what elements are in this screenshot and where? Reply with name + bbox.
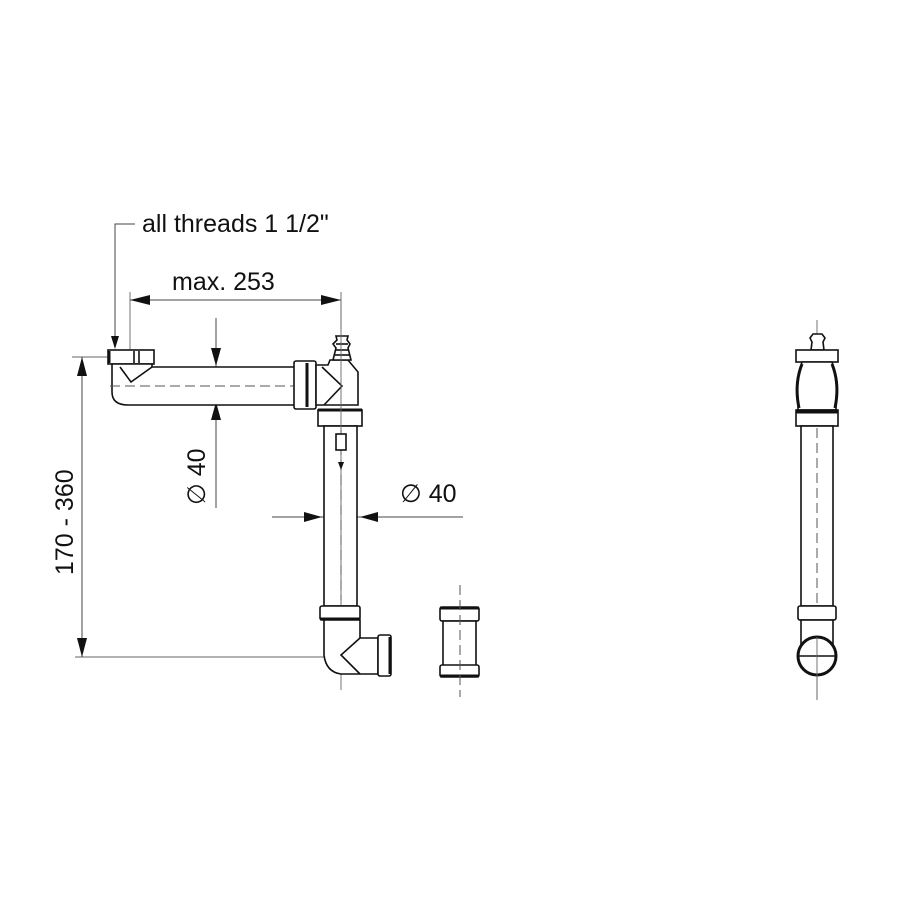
vertical-diameter-dimension: ∅ 40 <box>272 480 463 522</box>
threads-annotation: all threads 1 1/2" <box>111 210 329 349</box>
height-dimension: 170 - 360 <box>51 356 325 658</box>
front-view <box>107 300 392 690</box>
side-hose-nozzle <box>809 333 826 351</box>
union-nut <box>293 360 317 410</box>
coupler-detail <box>439 585 480 697</box>
height-label: 170 - 360 <box>51 469 79 575</box>
vertical-pipe <box>323 425 358 607</box>
side-tee-body <box>796 361 838 411</box>
vertical-nut <box>317 409 363 427</box>
horizontal-diameter-label: ∅ 40 <box>183 448 211 505</box>
horizontal-diameter-dimension: ∅ 40 <box>183 318 221 508</box>
inlet-elbow <box>111 363 301 406</box>
inlet-nut <box>107 349 155 365</box>
length-dimension: max. 253 <box>129 268 342 405</box>
flow-symbol <box>335 433 347 451</box>
side-view <box>795 320 839 700</box>
vertical-diameter-label: ∅ 40 <box>400 480 457 508</box>
side-bottom-nut <box>797 605 837 621</box>
hose-nozzle <box>331 335 353 361</box>
side-top-nut <box>795 349 839 363</box>
side-vertical-pipe <box>800 425 834 607</box>
length-label: max. 253 <box>172 268 275 296</box>
threads-label: all threads 1 1/2" <box>142 210 329 238</box>
